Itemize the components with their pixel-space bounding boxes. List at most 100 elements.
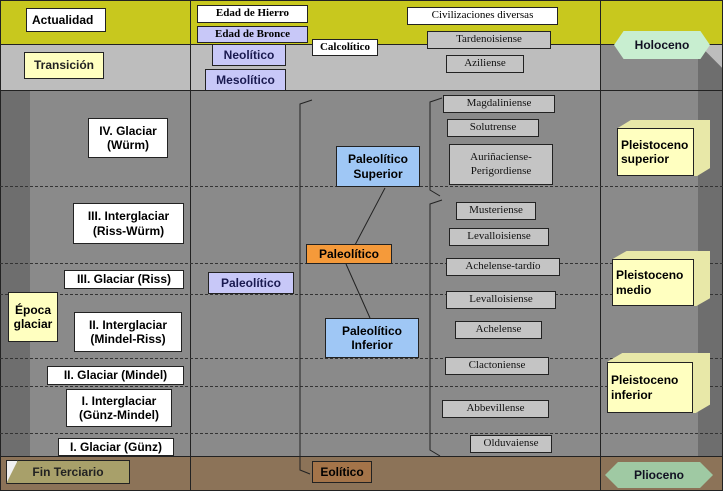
culture-clactoniense-text: Clactoniense [468, 359, 526, 372]
label-glacial-3-text: III. Glaciar (Riss) [76, 272, 172, 287]
label-paleolitico-superior-line2: Superior [353, 166, 403, 181]
culture-levalloisiense-2-text: Levalloisiense [469, 293, 533, 306]
label-paleolitico-superior-line1: Paleolítico [347, 152, 409, 167]
label-paleolitico-inferior: Paleolítico Inferior [325, 318, 419, 358]
label-interglacial-3: III. Interglaciar (Riss-Würm) [73, 203, 184, 244]
label-interglacial-1-line1: I. Interglaciar [81, 393, 157, 408]
culture-musteriense-text: Musteriense [469, 204, 523, 217]
culture-civilizaciones: Civilizaciones diversas [407, 7, 558, 25]
left-shade [0, 90, 30, 456]
culture-solutrense: Solutrense [447, 119, 539, 137]
label-calcolitico-text: Calcolítico [319, 40, 371, 53]
label-paleolitico-inferior-line2: Inferior [351, 338, 393, 352]
label-epoca-line2: glaciar [13, 317, 53, 331]
label-glacial-2: II. Glaciar (Mindel) [47, 366, 184, 385]
label-glacial-1-text: I. Glaciar (Günz) [69, 439, 162, 454]
label-pleistoceno-superior: Pleistoceno superior [617, 128, 694, 176]
label-plioceno-text: Plioceno [633, 467, 684, 482]
culture-olduvaiense-text: Olduvaiense [483, 437, 539, 450]
label-glacial-4-line2: (Würm) [107, 138, 149, 152]
label-interglacial-1: I. Interglaciar (Günz-Mindel) [66, 389, 172, 427]
culture-tardenoisiense-text: Tardenoisiense [456, 33, 522, 46]
culture-aurinaciense-line1: Auriñaciense- [470, 151, 532, 164]
label-calcolitico: Calcolítico [312, 39, 378, 56]
culture-aziliense-text: Aziliense [464, 57, 506, 70]
label-edad-hierro: Edad de Hierro [197, 5, 308, 23]
label-neolitico: Neolítico [212, 44, 286, 66]
culture-levalloisiense-1-text: Levalloisiense [467, 230, 531, 243]
label-transicion: Transición [24, 52, 104, 79]
separator-3 [0, 294, 723, 295]
culture-musteriense: Musteriense [456, 202, 536, 220]
label-fin-terciario-text: Fin Terciario [32, 464, 104, 479]
label-glacial-2-text: II. Glaciar (Mindel) [63, 368, 168, 383]
label-paleolitico-superior: Paleolítico Superior [336, 146, 420, 187]
label-transicion-text: Transición [33, 58, 95, 73]
label-glacial-4: IV. Glaciar (Würm) [88, 118, 168, 158]
label-epoca-glaciar: Época glaciar [8, 292, 58, 342]
label-eolitico: Eolítico [312, 461, 372, 483]
label-pleistoceno-superior-line1: Pleistoceno [621, 137, 689, 152]
culture-magdaliniense-text: Magdaliniense [466, 97, 532, 110]
label-neolitico-text: Neolítico [223, 47, 275, 62]
label-paleolitico-center-text: Paleolítico [318, 246, 380, 261]
label-edad-hierro-text: Edad de Hierro [215, 7, 290, 20]
label-glacial-1: I. Glaciar (Günz) [58, 438, 174, 456]
label-interglacial-2-line2: (Mindel-Riss) [90, 332, 166, 346]
divider-left [190, 0, 191, 491]
label-pleistoceno-medio-line1: Pleistoceno [616, 268, 684, 283]
culture-achelense-tardio: Achelense-tardío [446, 258, 560, 276]
label-actualidad-text: Actualidad [32, 12, 94, 27]
label-pleistoceno-medio: Pleistoceno medio [612, 259, 694, 306]
label-mesolitico-text: Mesolítico [216, 72, 275, 87]
label-interglacial-3-line1: III. Interglaciar [87, 209, 170, 224]
label-interglacial-3-line2: (Riss-Würm) [92, 223, 165, 238]
label-mesolitico: Mesolítico [205, 69, 286, 91]
culture-clactoniense: Clactoniense [445, 357, 549, 375]
culture-levalloisiense-2: Levalloisiense [446, 291, 556, 309]
tertiary-divider [0, 456, 723, 457]
label-fin-terciario: Fin Terciario [6, 460, 130, 484]
culture-achelense: Achelense [455, 321, 542, 339]
separator-6 [0, 433, 723, 434]
label-edad-bronce: Edad de Bronce [197, 26, 308, 43]
label-holoceno: Holoceno [614, 31, 710, 59]
label-glacial-4-line1: IV. Glaciar [99, 123, 157, 138]
culture-levalloisiense-1: Levalloisiense [449, 228, 549, 246]
culture-aurinaciense-line2: Perigordiense [470, 164, 532, 177]
culture-olduvaiense: Olduvaiense [470, 435, 552, 453]
label-interglacial-2-line1: II. Interglaciar [88, 317, 168, 332]
culture-tardenoisiense: Tardenoisiense [427, 31, 551, 49]
label-pleistoceno-inferior: Pleistoceno inferior [607, 362, 693, 413]
label-edad-bronce-text: Edad de Bronce [215, 27, 290, 40]
holocene-divider [0, 90, 723, 91]
label-eolitico-text: Eolítico [320, 464, 364, 479]
label-paleolitico: Paleolítico [208, 272, 294, 294]
top-band [0, 0, 723, 44]
label-glacial-3: III. Glaciar (Riss) [64, 270, 184, 289]
label-holoceno-text: Holoceno [634, 37, 690, 52]
culture-civilizaciones-text: Civilizaciones diversas [431, 9, 534, 22]
culture-achelense-tardio-text: Achelense-tardío [465, 260, 541, 273]
culture-abbevillense: Abbevillense [442, 400, 549, 418]
culture-aziliense: Aziliense [446, 55, 524, 73]
label-pleistoceno-inferior-line1: Pleistoceno [611, 373, 679, 388]
label-epoca-line1: Época [14, 302, 51, 317]
label-paleolitico-inferior-line1: Paleolítico [341, 323, 403, 338]
separator-5 [0, 386, 723, 387]
divider-right [600, 0, 601, 491]
culture-solutrense-text: Solutrense [469, 121, 517, 134]
label-actualidad: Actualidad [26, 8, 106, 32]
culture-achelense-text: Achelense [475, 323, 522, 336]
label-pleistoceno-medio-line2: medio [616, 282, 652, 297]
culture-abbevillense-text: Abbevillense [466, 402, 525, 415]
label-interglacial-2: II. Interglaciar (Mindel-Riss) [74, 312, 182, 352]
label-paleolitico-center: Paleolítico [306, 244, 392, 264]
separator-4 [0, 358, 723, 359]
label-pleistoceno-superior-line2: superior [621, 152, 670, 166]
label-interglacial-1-line2: (Günz-Mindel) [79, 408, 159, 422]
label-pleistoceno-inferior-line2: inferior [611, 387, 653, 402]
culture-aurinaciense: Auriñaciense- Perigordiense [449, 144, 553, 185]
culture-magdaliniense: Magdaliniense [443, 95, 555, 113]
